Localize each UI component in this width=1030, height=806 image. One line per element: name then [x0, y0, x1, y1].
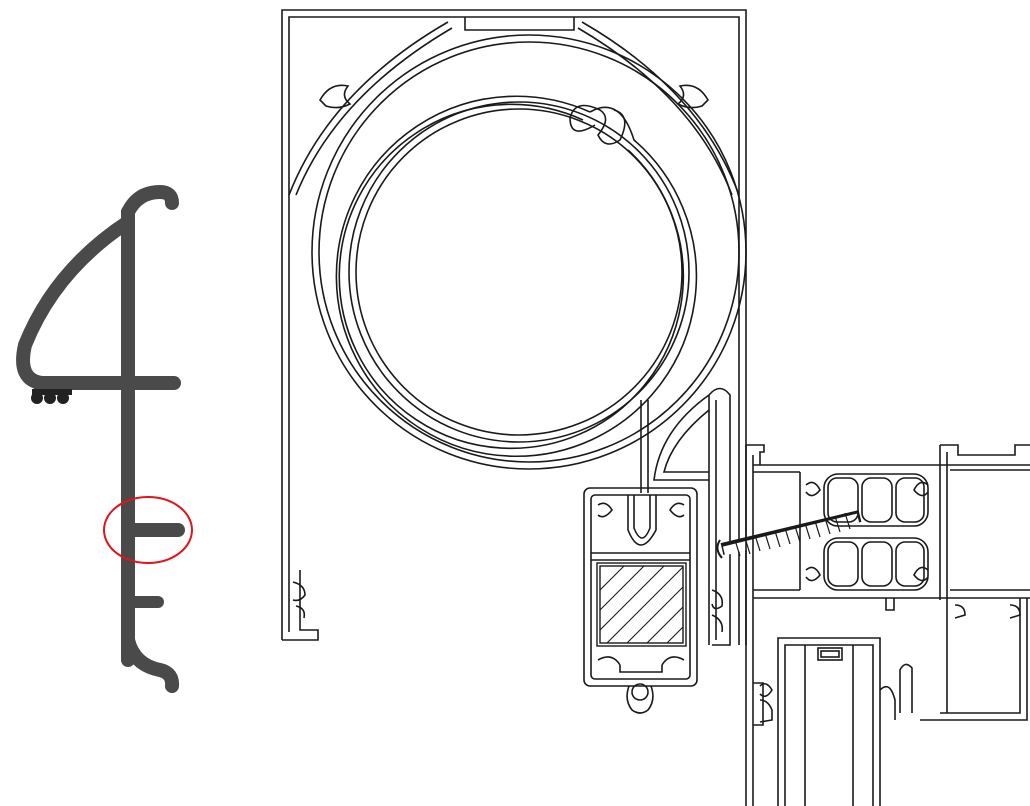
- guide-rail-profile: [653, 387, 747, 646]
- wood-hatching: [599, 565, 684, 644]
- roll-coil-outer: [335, 95, 698, 458]
- guide-rail-profile-detail: [16, 185, 185, 693]
- housing-lip-hook: [292, 581, 306, 602]
- roll-hook: [569, 104, 626, 145]
- housing-corner-brace-right: [581, 21, 740, 196]
- brace-clip-right: [676, 84, 709, 109]
- end-rail-profile: [583, 487, 698, 714]
- guide-rail-arc-inner: [662, 409, 710, 473]
- roll-outer-ring: [311, 34, 747, 470]
- guide-rail-arc-outer: [653, 394, 710, 481]
- end-rail-channel: [627, 495, 657, 546]
- end-rail-outer: [583, 487, 698, 687]
- frame-thermal-chambers: [823, 473, 929, 591]
- highlight-circle: [103, 496, 193, 564]
- housing-corner-brace-left: [288, 21, 449, 196]
- end-rail-inner: [590, 494, 691, 680]
- screw-head: [716, 539, 723, 559]
- housing-bottom-lip: [282, 570, 319, 641]
- roll-core: [348, 101, 690, 443]
- brace-clip-left: [319, 84, 352, 109]
- window-sash-profile: [753, 637, 881, 806]
- profile-gasket: [31, 389, 72, 404]
- profile-top-hook: [121, 185, 179, 219]
- window-frame-profile: [745, 444, 1030, 806]
- roll-outer-ring-inner: [318, 41, 740, 463]
- shutter-roll: [311, 34, 747, 470]
- profile-curved-arm: [16, 215, 135, 390]
- curtain-strip: [640, 400, 649, 493]
- profile-bottom-curve: [121, 633, 180, 693]
- housing-top-notch: [464, 17, 575, 31]
- end-rail-seal: [626, 685, 654, 714]
- roll-core-inner: [355, 108, 683, 436]
- wooden-insert: [596, 562, 687, 647]
- roll-coil-inner: [338, 103, 685, 450]
